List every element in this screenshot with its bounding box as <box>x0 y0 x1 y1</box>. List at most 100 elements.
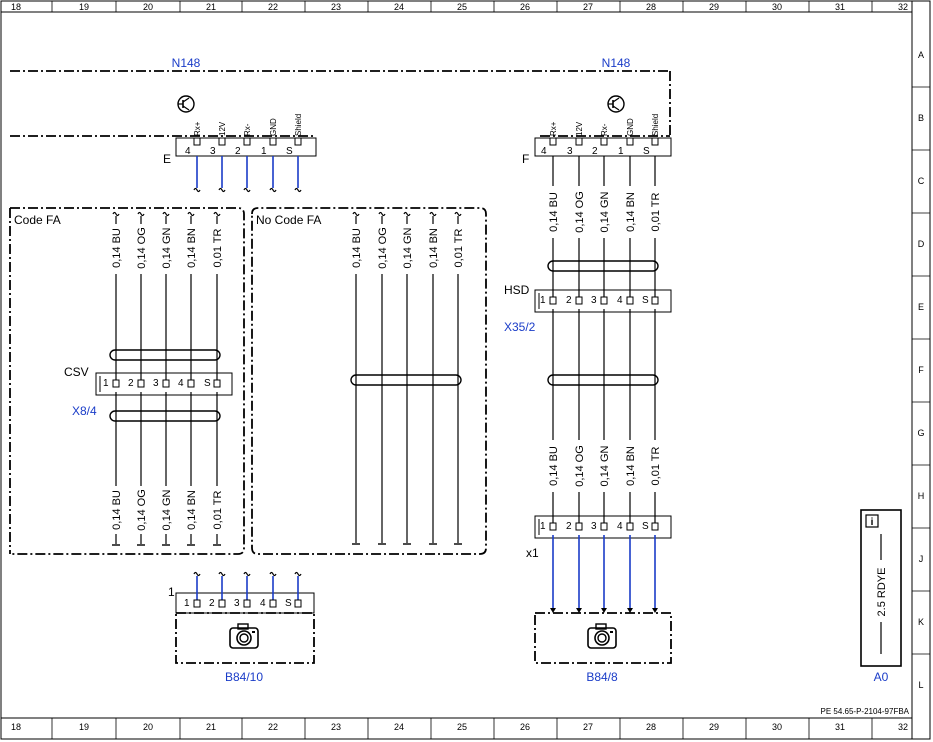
wire-break <box>112 211 120 217</box>
transistor-icon <box>177 95 195 113</box>
column-label: 32 <box>898 2 908 12</box>
column-label: 21 <box>206 722 216 732</box>
wire-label: 0,01 TR <box>650 192 662 231</box>
wire-break <box>218 571 226 577</box>
wire-label: 0,14 BN <box>625 446 637 486</box>
a0-wire-label: 2.5 RDYE <box>876 568 888 617</box>
wire-label: 0,14 BU <box>351 228 363 268</box>
wire-label: 0,01 TR <box>212 228 224 267</box>
row-label: G <box>917 428 924 438</box>
row-label: K <box>918 617 924 627</box>
pin-number: 4 <box>617 521 623 532</box>
wire-label: 0,14 OG <box>574 445 586 487</box>
pin-socket <box>626 137 634 146</box>
pin-socket <box>193 599 201 608</box>
pin-label: 12V <box>575 121 584 136</box>
pin-socket <box>651 522 659 531</box>
pin-number: 4 <box>617 295 623 306</box>
wire-break <box>294 187 302 193</box>
pin-label: Shield <box>651 114 660 136</box>
column-label: 25 <box>457 2 467 12</box>
pin-number: 4 <box>260 598 266 609</box>
connector-x1: x1 <box>526 515 672 560</box>
pin-label: Rx+ <box>549 121 558 136</box>
row-label: H <box>918 491 925 501</box>
pin-number: 3 <box>567 146 573 157</box>
wire-label: 0,14 BU <box>548 446 560 486</box>
wire-break <box>454 211 462 217</box>
pin-socket <box>600 296 608 305</box>
pin-number: S <box>643 146 650 157</box>
b84-10-housing: B84/10 <box>175 612 315 684</box>
column-label: 22 <box>268 2 278 12</box>
pin-socket <box>213 379 221 388</box>
n148-right-label: N148 <box>602 56 631 70</box>
pin-number: 2 <box>566 295 572 306</box>
column-label: 23 <box>331 2 341 12</box>
camera-icon <box>587 623 617 649</box>
pin-label: GND <box>269 118 278 136</box>
wire-break <box>378 211 386 217</box>
wire-break <box>218 187 226 193</box>
wire-label: 0,14 OG <box>574 191 586 233</box>
pin-number: 2 <box>566 521 572 532</box>
wire-label: 0,14 OG <box>377 227 389 269</box>
pin-socket <box>112 379 120 388</box>
connector-x8-4: CSV X8/4 <box>64 365 233 418</box>
csv-label: CSV <box>64 365 89 379</box>
pin-number: 1 <box>618 146 624 157</box>
wire-break <box>213 211 221 217</box>
column-label: 22 <box>268 722 278 732</box>
wire-break <box>137 211 145 217</box>
row-label: F <box>918 365 924 375</box>
wire-label: 0,14 GN <box>599 445 611 486</box>
b84-8-label: B84/8 <box>586 670 618 684</box>
pin-number: 1 <box>540 295 546 306</box>
column-label: 20 <box>143 722 153 732</box>
wire-break <box>243 187 251 193</box>
pin-number: S <box>285 598 292 609</box>
pin-socket <box>626 296 634 305</box>
b84-8-housing: B84/8 <box>534 612 672 684</box>
pin-number: 1 <box>540 521 546 532</box>
shield-ellipse <box>350 374 462 386</box>
code-box-frames <box>9 207 487 555</box>
wires: 0,14 BU 0,14 BU 0,14 OG 0,14 OG 0,14 GN 0,14 … <box>103 156 662 613</box>
arrow-head <box>601 608 607 613</box>
pin-socket <box>600 522 608 531</box>
pin-number: 4 <box>541 146 547 157</box>
column-label: 28 <box>646 2 656 12</box>
hsd-label: HSD <box>504 283 530 297</box>
pin-number: 3 <box>234 598 240 609</box>
pin-socket <box>243 599 251 608</box>
column-label: 23 <box>331 722 341 732</box>
pin-label: Rx- <box>600 123 609 136</box>
pin-label: Shield <box>294 114 303 136</box>
column-label: 18 <box>11 2 21 12</box>
column-label: 32 <box>898 722 908 732</box>
row-label: J <box>919 554 924 564</box>
pin-socket <box>651 296 659 305</box>
wire-label: 0,14 OG <box>136 227 148 269</box>
pin-number: 4 <box>178 378 184 389</box>
arrow-head <box>652 608 658 613</box>
pin-number: 2 <box>128 378 134 389</box>
pin-number: 3 <box>153 378 159 389</box>
column-label: 27 <box>583 2 593 12</box>
shield-ellipse <box>547 374 659 386</box>
pin-socket <box>162 379 170 388</box>
pin-socket <box>294 137 302 146</box>
column-label: 21 <box>206 2 216 12</box>
shield-ellipse <box>109 410 221 422</box>
arrow-head <box>627 608 633 613</box>
wire-label: 0,14 BU <box>548 192 560 232</box>
wire-label: 0,14 GN <box>402 227 414 268</box>
pin-number: 1 <box>103 378 109 389</box>
